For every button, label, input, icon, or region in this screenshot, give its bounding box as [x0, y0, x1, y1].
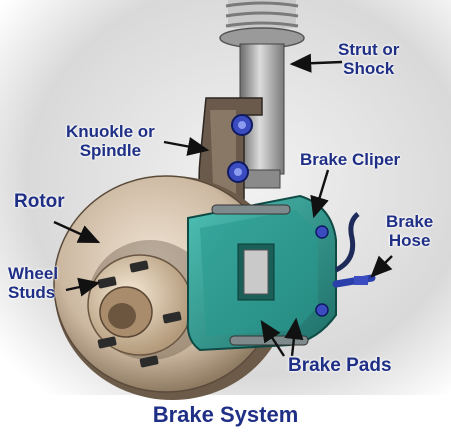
- arrow-pads-2: [284, 317, 304, 357]
- arrow-knuckle: [163, 137, 210, 156]
- hose-label-line1: Brake: [386, 212, 434, 231]
- arrow-pads-1: [260, 319, 286, 357]
- caliper-label-line1: Brake Cliper: [300, 150, 401, 169]
- pointer-arrows: [53, 53, 393, 357]
- knuckle-label-line1: Knuokle or: [66, 122, 155, 141]
- brake-pad: [243, 249, 269, 295]
- knuckle-bolts: [227, 114, 253, 183]
- strut-label: Strut or Shock: [338, 40, 399, 78]
- arrow-rotor: [53, 220, 101, 244]
- knuckle-label-line2: Spindle: [79, 141, 142, 160]
- pads-label-line1: Brake Pads: [288, 355, 392, 376]
- wheel-studs: [97, 260, 182, 368]
- rotor-label-line1: Rotor: [14, 191, 65, 212]
- caliper-label: Brake Cliper: [300, 150, 400, 169]
- arrow-strut: [289, 53, 343, 73]
- arrow-caliper: [310, 169, 330, 219]
- strut-label-line2: Shock: [343, 59, 395, 78]
- guide-pin: [211, 204, 291, 215]
- arrow-hose: [370, 255, 393, 278]
- studs-label-line1: Wheel: [8, 264, 59, 283]
- knuckle-label: Knuokle or Spindle: [66, 122, 155, 160]
- rotor-label: Rotor: [14, 192, 65, 211]
- arrow-studs: [65, 277, 101, 297]
- strut-label-line1: Strut or: [338, 40, 400, 59]
- caliper: [186, 194, 337, 352]
- studs-label-line2: Studs: [8, 283, 56, 302]
- brake-hose: [332, 212, 376, 288]
- hose-label: Brake Hose: [386, 212, 433, 250]
- coil-spring: [219, 0, 305, 49]
- diagram-title: Brake System: [152, 402, 299, 427]
- hose-label-line2: Hose: [388, 231, 431, 250]
- guide-pin: [229, 335, 309, 346]
- studs-label: Wheel Studs: [8, 264, 58, 302]
- pads-label: Brake Pads: [288, 356, 392, 375]
